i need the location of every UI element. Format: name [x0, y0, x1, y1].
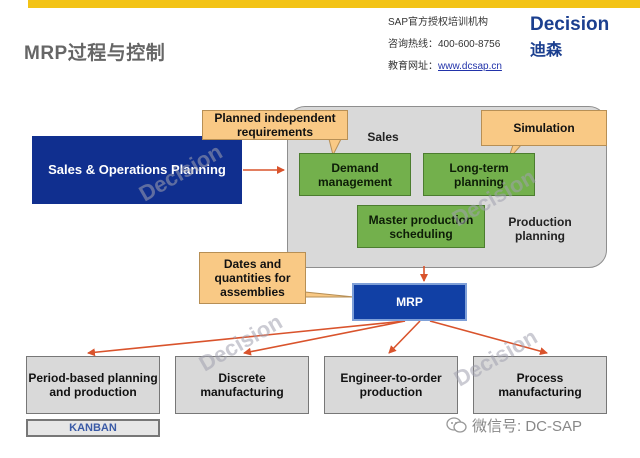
arrow-mrp-to-eto — [388, 320, 421, 354]
callout-dates-quantities: Dates and quantities for assemblies — [199, 252, 306, 304]
long-term-planning-box: Long-term planning — [423, 153, 535, 196]
demand-management-box: Demand management — [299, 153, 411, 196]
wechat-id: 微信号: DC-SAP — [472, 418, 583, 435]
mrp-box: MRP — [352, 283, 467, 321]
contact-info: SAP官方授权培训机构 咨询热线：400-600-8756 教育网址：www.d… — [388, 12, 502, 78]
period-based-box: Period-based planning and production — [26, 356, 160, 414]
site-label: 教育网址： — [388, 61, 438, 72]
arrow-mrp-to-process — [429, 320, 548, 356]
logo-text-cn: 迪森 — [530, 42, 563, 59]
contact-phone: 咨询热线：400-600-8756 — [388, 34, 502, 56]
sales-label: Sales — [367, 130, 399, 144]
phone-label: 咨询热线： — [388, 39, 438, 50]
process-manufacturing-box: Process manufacturing — [473, 356, 607, 414]
engineer-to-order-box: Engineer-to-order production — [324, 356, 458, 414]
contact-line-1: SAP官方授权培训机构 — [388, 17, 489, 28]
callout-pointer-dates — [304, 285, 355, 302]
callout-planned-requirements: Planned independent requirements — [202, 110, 348, 140]
wechat-icon — [446, 417, 467, 433]
sop-box: Sales & Operations Planning — [32, 136, 242, 204]
mps-box: Master production scheduling — [357, 205, 485, 248]
production-planning-label: Production planning — [508, 215, 572, 243]
arrow-mrp-to-discrete — [243, 320, 406, 356]
accent-bar — [28, 0, 640, 8]
kanban-box: KANBAN — [26, 419, 160, 437]
callout-simulation: Simulation — [481, 110, 607, 146]
page-title: MRP过程与控制 — [24, 43, 166, 64]
site-link[interactable]: www.dcsap.cn — [438, 61, 502, 72]
phone-number: 400-600-8756 — [438, 39, 501, 50]
contact-site: 教育网址：www.dcsap.cn — [388, 56, 502, 78]
discrete-manufacturing-box: Discrete manufacturing — [175, 356, 309, 414]
logo-text-en: Decision — [530, 14, 610, 35]
arrow-mrp-to-period — [87, 320, 406, 357]
